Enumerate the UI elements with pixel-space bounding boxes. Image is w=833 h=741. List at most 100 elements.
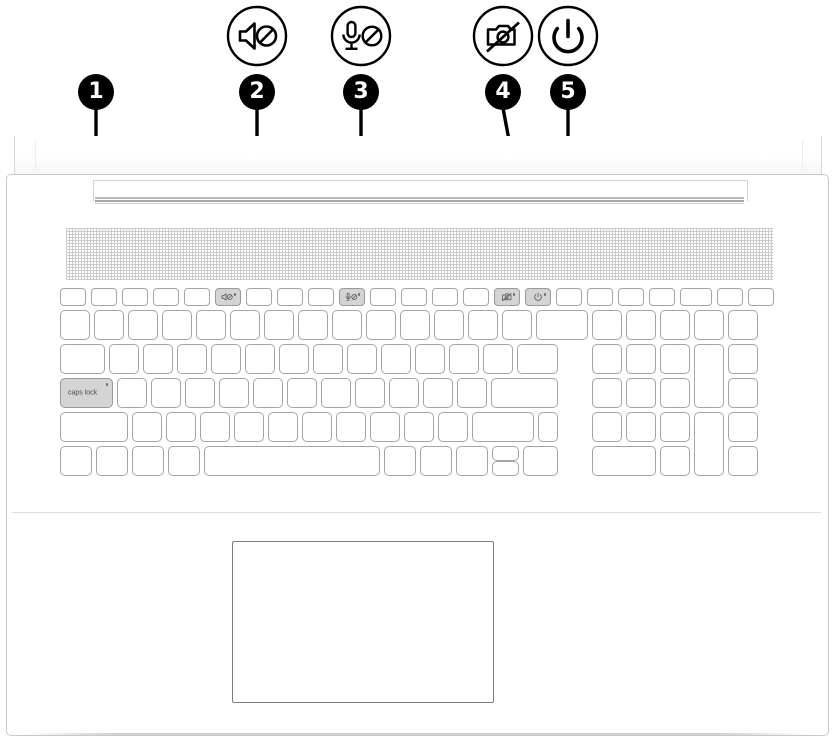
function-key[interactable] xyxy=(556,288,582,306)
key[interactable] xyxy=(456,446,488,476)
callout-badge-5[interactable]: 5 xyxy=(550,74,586,110)
right-shift-key[interactable] xyxy=(472,412,534,442)
arrow-right-key[interactable] xyxy=(523,446,558,476)
key[interactable] xyxy=(117,378,147,408)
key[interactable] xyxy=(415,344,445,374)
key[interactable] xyxy=(264,310,294,340)
numpad-key[interactable] xyxy=(592,310,622,340)
spacebar-key[interactable] xyxy=(204,446,380,476)
function-key[interactable] xyxy=(60,288,86,306)
key[interactable] xyxy=(211,344,241,374)
numpad-key[interactable] xyxy=(592,412,622,442)
left-ctrl-key[interactable] xyxy=(60,446,92,476)
function-key[interactable] xyxy=(184,288,210,306)
key[interactable] xyxy=(302,412,332,442)
key[interactable] xyxy=(423,378,453,408)
key[interactable] xyxy=(434,310,464,340)
numpad-key[interactable] xyxy=(660,446,690,476)
key[interactable] xyxy=(219,378,249,408)
function-key[interactable] xyxy=(122,288,148,306)
key[interactable] xyxy=(132,412,162,442)
power-button-key[interactable] xyxy=(525,288,551,306)
key[interactable] xyxy=(109,344,139,374)
key[interactable] xyxy=(143,344,173,374)
function-key[interactable] xyxy=(432,288,458,306)
left-shift-key[interactable] xyxy=(60,412,128,442)
callout-badge-3[interactable]: 3 xyxy=(343,74,379,110)
key[interactable] xyxy=(128,310,158,340)
arrow-up-key[interactable] xyxy=(538,412,558,442)
key[interactable] xyxy=(381,344,411,374)
key[interactable] xyxy=(400,310,430,340)
key[interactable] xyxy=(468,310,498,340)
numpad-key[interactable] xyxy=(728,310,758,340)
function-key[interactable] xyxy=(308,288,334,306)
arrow-left-key[interactable] xyxy=(492,446,519,461)
function-key[interactable] xyxy=(370,288,396,306)
right-alt-key[interactable] xyxy=(384,446,416,476)
microphone-mute-key[interactable] xyxy=(339,288,365,306)
key[interactable] xyxy=(279,344,309,374)
function-key[interactable] xyxy=(649,288,675,306)
function-key[interactable] xyxy=(91,288,117,306)
key[interactable] xyxy=(332,310,362,340)
key[interactable] xyxy=(166,412,196,442)
function-key[interactable] xyxy=(748,288,774,306)
backspace-key[interactable] xyxy=(536,310,588,340)
enter-key[interactable] xyxy=(491,378,558,408)
numpad-key[interactable] xyxy=(728,412,758,442)
touchpad[interactable] xyxy=(232,541,494,703)
key[interactable] xyxy=(321,378,351,408)
key[interactable] xyxy=(94,310,124,340)
numpad-key[interactable] xyxy=(660,412,690,442)
key[interactable] xyxy=(185,378,215,408)
key[interactable] xyxy=(234,412,264,442)
numpad-key[interactable] xyxy=(728,378,758,408)
numpad-key[interactable] xyxy=(592,378,622,408)
callout-badge-4[interactable]: 4 xyxy=(485,74,521,110)
windows-key[interactable] xyxy=(132,446,164,476)
numpad-key[interactable] xyxy=(728,446,758,476)
callout-badge-2[interactable]: 2 xyxy=(239,74,275,110)
key[interactable] xyxy=(177,344,207,374)
key[interactable] xyxy=(245,344,275,374)
key[interactable] xyxy=(287,378,317,408)
left-alt-key[interactable] xyxy=(168,446,200,476)
key[interactable] xyxy=(336,412,366,442)
fn-key[interactable] xyxy=(96,446,128,476)
numpad-enter-key[interactable] xyxy=(694,412,724,476)
function-key[interactable] xyxy=(401,288,427,306)
key[interactable] xyxy=(366,310,396,340)
key[interactable] xyxy=(298,310,328,340)
key[interactable] xyxy=(151,378,181,408)
callout-badge-1[interactable]: 1 xyxy=(78,74,114,110)
key[interactable] xyxy=(196,310,226,340)
function-key[interactable] xyxy=(246,288,272,306)
key[interactable] xyxy=(268,412,298,442)
camera-off-key[interactable] xyxy=(494,288,520,306)
numpad-zero-key[interactable] xyxy=(592,446,656,476)
key[interactable] xyxy=(483,344,513,374)
numpad-key[interactable] xyxy=(626,378,656,408)
key[interactable] xyxy=(502,310,532,340)
numpad-key[interactable] xyxy=(694,310,724,340)
key[interactable] xyxy=(253,378,283,408)
function-key[interactable] xyxy=(277,288,303,306)
numpad-key[interactable] xyxy=(660,344,690,374)
numpad-key[interactable] xyxy=(626,344,656,374)
key[interactable] xyxy=(162,310,192,340)
key[interactable] xyxy=(449,344,479,374)
arrow-down-key[interactable] xyxy=(492,461,519,476)
tab-key[interactable] xyxy=(60,344,105,374)
caps-lock-key[interactable]: caps lock xyxy=(60,378,113,408)
function-key[interactable] xyxy=(618,288,644,306)
right-ctrl-key[interactable] xyxy=(420,446,452,476)
numpad-enter-key[interactable] xyxy=(694,344,724,408)
key[interactable] xyxy=(60,310,90,340)
function-key[interactable] xyxy=(463,288,489,306)
key[interactable] xyxy=(230,310,260,340)
key[interactable] xyxy=(370,412,400,442)
function-key[interactable] xyxy=(587,288,613,306)
numpad-key[interactable] xyxy=(592,344,622,374)
key[interactable] xyxy=(517,344,558,374)
